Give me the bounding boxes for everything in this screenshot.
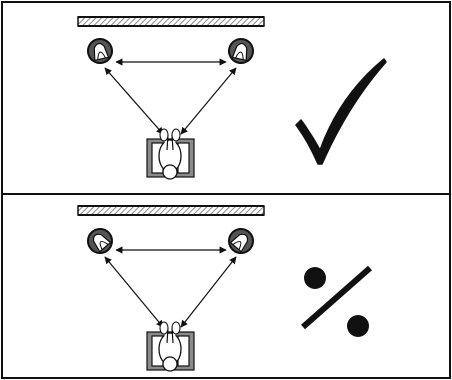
wall [78, 17, 264, 26]
wall [78, 206, 264, 215]
